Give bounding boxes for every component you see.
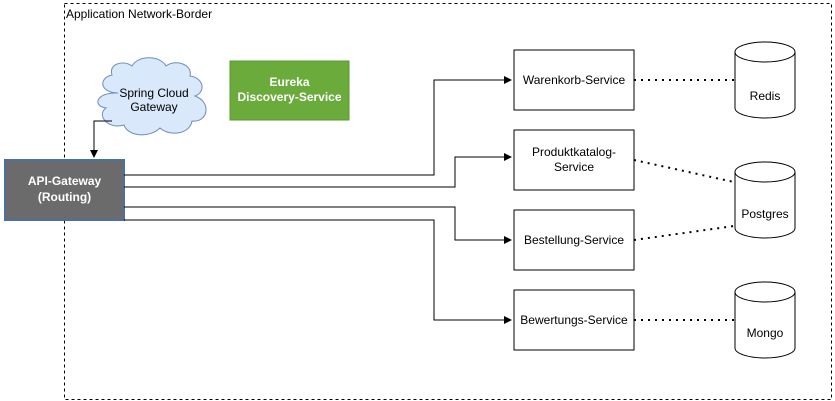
warenkorb-service-box[interactable]: [513, 49, 635, 111]
cloud-label-line1: Spring Cloud: [119, 86, 188, 100]
mongo-label: Mongo: [747, 326, 784, 340]
network-border-label: Application Network-Border: [66, 7, 212, 21]
postgres-database-cylinder[interactable]: [734, 161, 796, 239]
gateway-label-line1: API-Gateway: [28, 174, 102, 188]
produktkatalog-postgres-link: [633, 159, 735, 183]
route-to-bestellung: [124, 206, 512, 244]
bestellung-postgres-link: [633, 225, 735, 241]
bestellung-service-label: Bestellung-Service: [524, 233, 624, 247]
eureka-label-line1: Eureka: [269, 75, 309, 89]
postgres-label: Postgres: [741, 207, 788, 221]
produktkatalog-label-line2: Service: [554, 160, 594, 174]
route-to-bewertungs: [124, 219, 512, 324]
gateway-label-line2: (Routing): [38, 190, 91, 204]
eureka-discovery-service-box[interactable]: [229, 60, 350, 121]
spring-cloud-gateway-cloud[interactable]: [97, 57, 207, 136]
route-to-produktkatalog: [124, 153, 512, 188]
redis-database-cylinder[interactable]: [734, 41, 796, 119]
route-to-warenkorb: [124, 76, 512, 176]
cloud-to-gateway-connector: [90, 120, 112, 158]
cloud-label-line2: Gateway: [130, 100, 177, 114]
eureka-label-line2: Discovery-Service: [237, 90, 341, 104]
mongo-database-cylinder[interactable]: [734, 281, 796, 359]
redis-label: Redis: [750, 89, 781, 103]
warenkorb-service-label: Warenkorb-Service: [523, 73, 626, 87]
bewertungs-service-label: Bewertungs-Service: [520, 313, 628, 327]
produktkatalog-label-line1: Produktkatalog-: [532, 145, 616, 159]
api-gateway-box[interactable]: [4, 159, 125, 221]
